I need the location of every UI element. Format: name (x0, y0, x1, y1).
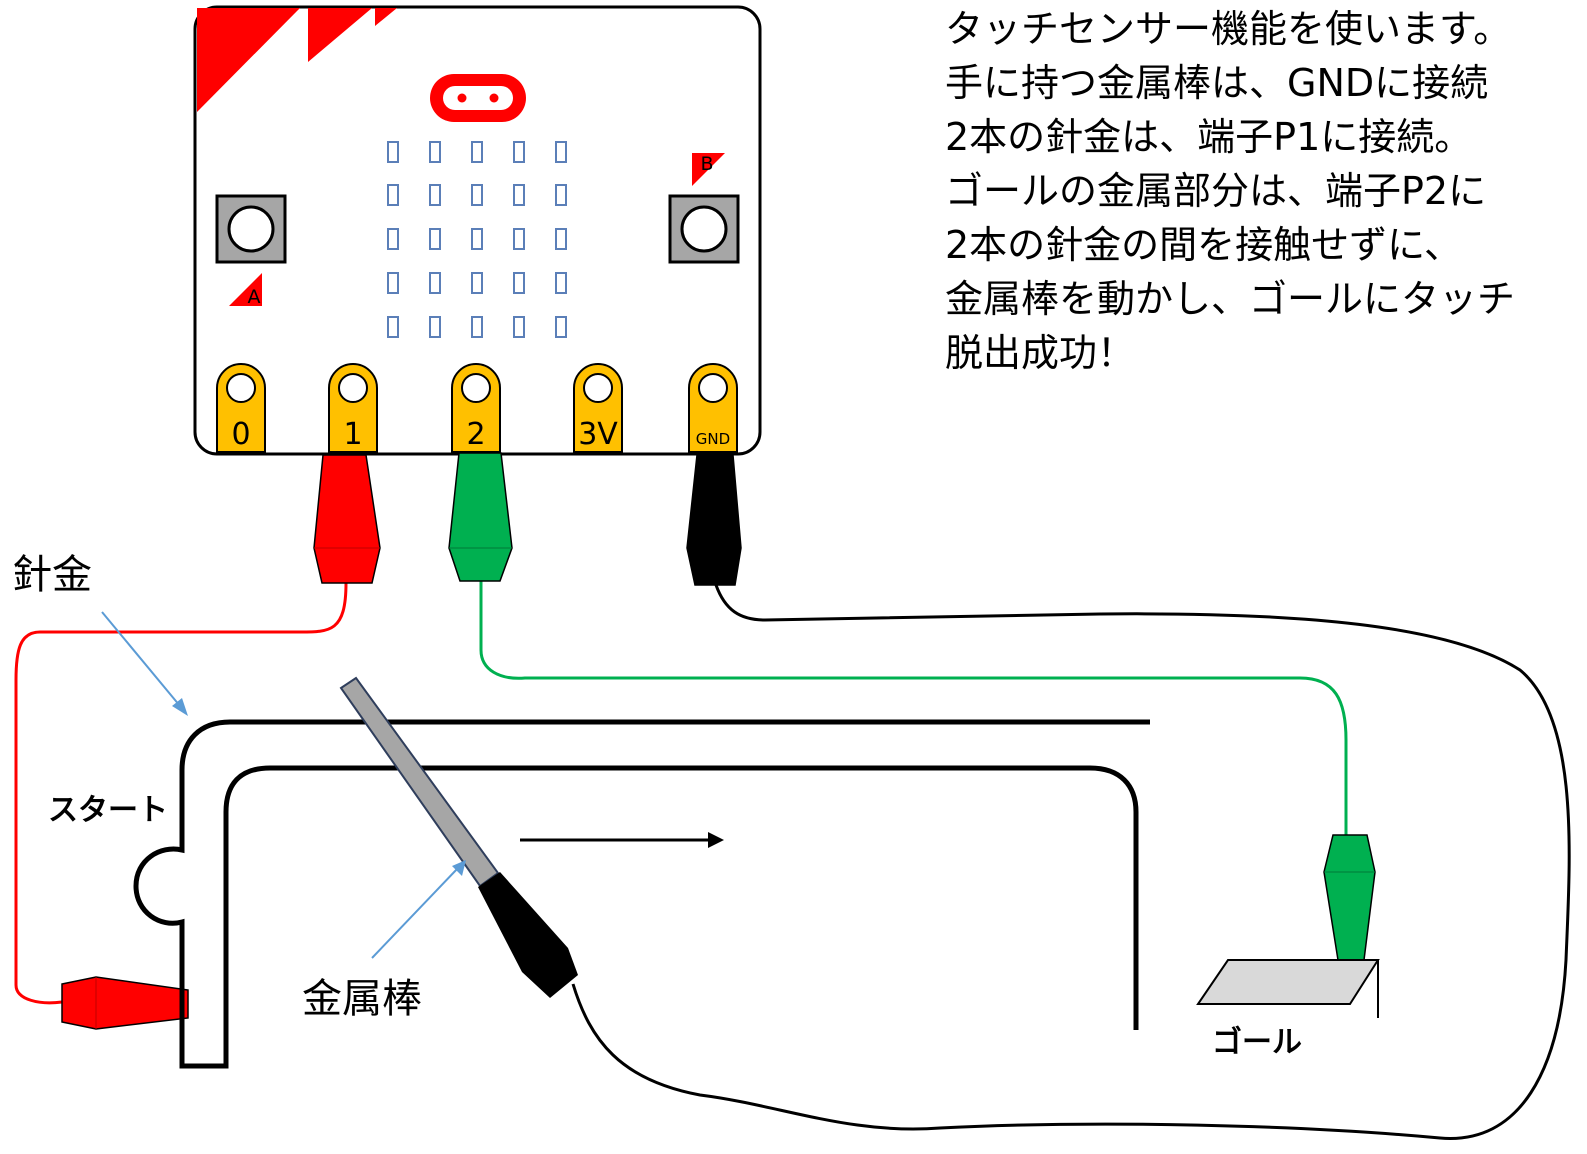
pin-label: 1 (343, 417, 362, 452)
led (555, 228, 567, 250)
description-line: 2本の針金は、端子P1に接続。 (945, 115, 1473, 159)
led (387, 141, 399, 163)
microbit-board: A B 0 1 2 3V GND (193, 5, 762, 456)
led (471, 184, 483, 206)
description-line: タッチセンサー機能を使います。 (945, 7, 1512, 51)
led (429, 316, 441, 338)
led (513, 228, 525, 250)
led (429, 184, 441, 206)
annotation-arrow-rod-head (452, 860, 466, 876)
corner-stripe (308, 8, 372, 62)
annotation-arrow-rod (371, 867, 459, 959)
description-text: タッチセンサー機能を使います。 手に持つ金属棒は、GNDに接続 2本の針金は、端… (945, 2, 1587, 380)
clip-red-start (61, 976, 189, 1030)
annotation-arrow-wire (101, 611, 181, 707)
clip-green-p2 (448, 452, 513, 582)
pin-label: 2 (466, 417, 485, 452)
led (387, 228, 399, 250)
led (387, 272, 399, 294)
annotation-arrow-wire-head (172, 698, 188, 716)
edge-pins: 0 1 2 3V GND (216, 363, 738, 453)
pin-label: GND (696, 430, 730, 448)
led (429, 272, 441, 294)
button-a-label: A (248, 286, 261, 308)
metal-rod (339, 676, 500, 888)
clip-red-p1 (313, 454, 381, 584)
led (513, 184, 525, 206)
clip-green-goal (1323, 834, 1376, 961)
wire-p2-green (479, 581, 1348, 835)
goal-plate (1196, 959, 1380, 1005)
wire-p1-red (14, 582, 348, 1005)
wire-gnd-black (571, 584, 1571, 1140)
button-b-marker (692, 153, 725, 186)
pin-1[interactable]: 1 (328, 363, 378, 453)
led (387, 184, 399, 206)
led (513, 141, 525, 163)
pin-0[interactable]: 0 (216, 363, 266, 453)
button-b[interactable] (668, 194, 740, 264)
corner-stripe (197, 8, 300, 112)
microbit-logo-icon (430, 74, 526, 122)
led (471, 228, 483, 250)
led (387, 316, 399, 338)
led (555, 272, 567, 294)
maze-wire-outer (133, 719, 1150, 1069)
clip-black-gnd (686, 454, 742, 586)
description-line: 2本の針金の間を接触せずに、 (945, 223, 1463, 267)
label-metal-rod: 金属棒 (302, 976, 422, 1022)
button-a-marker (229, 273, 262, 306)
led (429, 141, 441, 163)
button-a[interactable] (215, 194, 287, 264)
led (555, 316, 567, 338)
led-matrix (387, 141, 567, 338)
label-wire: 針金 (12, 552, 92, 598)
pin-2[interactable]: 2 (451, 363, 501, 453)
button-b-label: B (700, 153, 713, 175)
pin-3v[interactable]: 3V (573, 363, 623, 453)
description-line: ゴールの金属部分は、端子P2に (945, 169, 1487, 213)
pin-label: 3V (578, 417, 618, 452)
label-start: スタート (48, 793, 168, 828)
led (555, 184, 567, 206)
led (471, 272, 483, 294)
led (471, 316, 483, 338)
label-goal: ゴール (1212, 1025, 1302, 1060)
description-line: 金属棒を動かし、ゴールにタッチ (945, 277, 1516, 321)
direction-arrow-head (708, 832, 724, 848)
pin-label: 0 (231, 417, 250, 452)
description-line: 脱出成功！ (945, 331, 1136, 375)
led (513, 272, 525, 294)
led (471, 141, 483, 163)
description-line: 手に持つ金属棒は、GNDに接続 (945, 61, 1489, 105)
corner-stripe (375, 8, 397, 26)
led (429, 228, 441, 250)
led (513, 316, 525, 338)
led (555, 141, 567, 163)
metal-rod-handle (478, 872, 578, 998)
pin-gnd[interactable]: GND (688, 363, 738, 453)
